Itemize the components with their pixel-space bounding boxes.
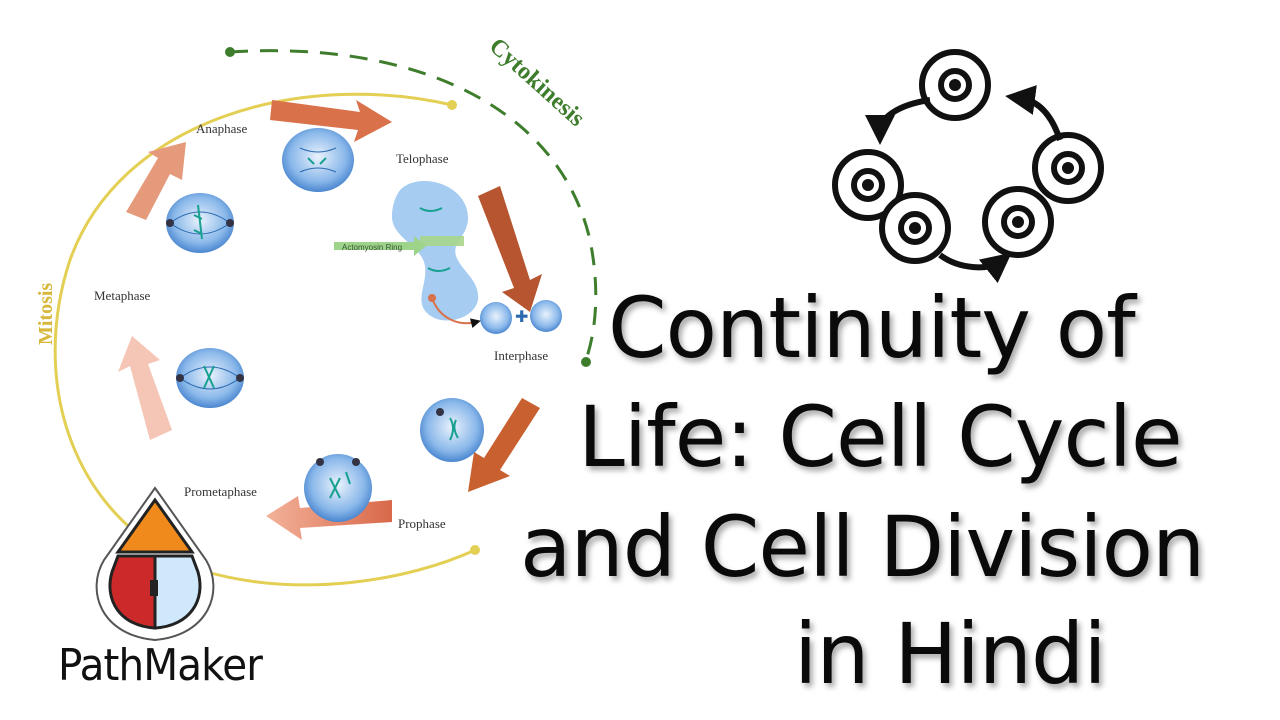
icon-cell-bottom-left (879, 192, 951, 264)
arrow-prometaphase-to-metaphase (118, 336, 172, 440)
cytokinesis-arc-end-dot (581, 357, 591, 367)
cell-interphase-daughters: ✚ (480, 300, 562, 334)
interphase-pointer-arrow (431, 297, 481, 329)
label-metaphase: Metaphase (94, 288, 151, 303)
mitosis-arc-start-dot (470, 545, 480, 555)
title-line-1: Continuity of (608, 279, 1136, 377)
brand-name: PathMaker (58, 640, 263, 691)
cytokinesis-label: Cytokinesis (484, 33, 590, 132)
mitosis-label: Mitosis (35, 283, 57, 345)
icon-cell-left (832, 149, 904, 221)
arrow-anaphase-to-telophase (270, 100, 392, 142)
label-interphase: Interphase (494, 348, 548, 363)
mitosis-arc (53, 92, 476, 587)
mitosis-arc-end-dot (447, 100, 457, 110)
cell-prometaphase-lower (304, 454, 372, 522)
annotation-label: Actomyosin Ring (342, 243, 402, 252)
icon-cell-right (1032, 132, 1104, 204)
label-prophase: Prophase (398, 516, 446, 531)
title-line-4: in Hindi (794, 605, 1107, 703)
actomyosin-ring (420, 236, 464, 246)
title-line-2: Life: Cell Cycle (578, 388, 1183, 486)
label-anaphase: Anaphase (196, 121, 247, 136)
cell-cycle-icon (832, 49, 1104, 284)
icon-cell-top (919, 49, 991, 121)
arrow-metaphase-to-anaphase (126, 142, 186, 220)
label-telophase: Telophase (396, 151, 449, 166)
arrow-telophase-to-interphase (478, 186, 542, 312)
cell-telophase (391, 181, 479, 321)
arrow-interphase-to-prophase (468, 398, 540, 492)
cell-cycle-diagram: Mitosis Cytokinesis (35, 33, 598, 587)
annotation-actomyosin: Actomyosin Ring (334, 236, 426, 256)
cell-prophase-upper (420, 398, 484, 462)
cell-metaphase (166, 193, 234, 253)
icon-cell-bottom-right (982, 186, 1054, 258)
cytokinesis-arc-start-dot (225, 47, 235, 57)
title-line-3: and Cell Division (520, 498, 1205, 596)
cell-prometaphase-upper (176, 348, 244, 408)
cytokinesis-arc (229, 49, 598, 361)
label-prometaphase: Prometaphase (184, 484, 257, 499)
svg-text:✚: ✚ (515, 307, 528, 326)
pathmaker-logo (95, 486, 215, 642)
cell-anaphase (282, 128, 354, 192)
